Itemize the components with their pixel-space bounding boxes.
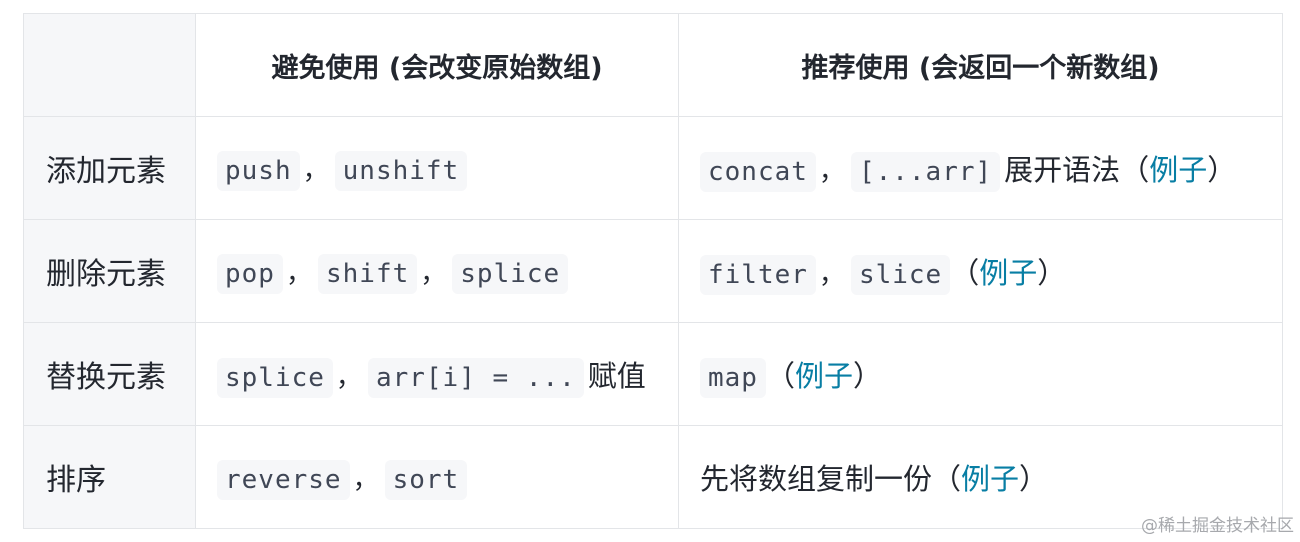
left-paren: （: [1120, 153, 1150, 187]
header-row: 避免使用 (会改变原始数组) 推荐使用 (会返回一个新数组): [23, 13, 1283, 117]
code-map: map: [700, 358, 766, 398]
comma: ，: [335, 363, 362, 393]
watermark: @稀土掘金技术社区: [1141, 516, 1294, 536]
avoid-cell: pop，shift，splice: [195, 219, 679, 323]
comma: ，: [285, 258, 312, 289]
row-label: 添加元素: [23, 116, 196, 220]
code-shift: shift: [317, 253, 418, 294]
row-label: 删除元素: [23, 219, 196, 323]
left-paren: （: [950, 256, 980, 290]
code-splice: splice: [217, 358, 333, 398]
prefer-cell: concat，[...arr]展开语法（例子）: [678, 116, 1283, 220]
example-link[interactable]: 例子: [961, 462, 1020, 496]
right-paren: ）: [1019, 462, 1049, 496]
header-avoid: 避免使用 (会改变原始数组): [195, 13, 679, 117]
prefer-cell: filter，slice（例子）: [678, 219, 1283, 323]
code-push: push: [217, 150, 300, 191]
code-unshift: unshift: [334, 150, 468, 191]
table-row: 替换元素 splice，arr[i] = ...赋值 map（例子）: [23, 322, 1283, 426]
code-pop: pop: [217, 253, 283, 294]
left-paren: （: [765, 359, 795, 393]
header-prefer: 推荐使用 (会返回一个新数组): [678, 13, 1283, 117]
table-row: 添加元素 push，unshift concat，[...arr]展开语法（例子…: [23, 116, 1283, 220]
left-paren: （: [932, 462, 962, 496]
array-methods-table: 避免使用 (会改变原始数组) 推荐使用 (会返回一个新数组) 添加元素 push…: [23, 13, 1283, 529]
avoid-cell: reverse，sort: [195, 425, 679, 529]
code-index-assign: arr[i] = ...: [367, 358, 584, 398]
avoid-cell: push，unshift: [195, 116, 679, 220]
example-link[interactable]: 例子: [794, 359, 853, 393]
assign-text: 赋值: [587, 359, 646, 393]
right-paren: ）: [853, 359, 883, 393]
right-paren: ）: [1037, 256, 1067, 290]
code-splice: splice: [452, 253, 569, 294]
right-paren: ）: [1207, 153, 1237, 187]
row-label: 替换元素: [23, 322, 196, 426]
example-link[interactable]: 例子: [979, 256, 1038, 290]
table-row: 删除元素 pop，shift，splice filter，slice（例子）: [23, 219, 1283, 323]
prefer-cell: map（例子）: [678, 322, 1283, 426]
code-spread: [...arr]: [850, 152, 1001, 192]
copy-array-text: 先将数组复制一份: [700, 462, 933, 496]
code-reverse: reverse: [217, 459, 350, 500]
prefer-cell: 先将数组复制一份（例子）: [678, 425, 1283, 529]
comma: ，: [818, 260, 845, 290]
row-label: 排序: [23, 425, 196, 529]
corner-cell: [23, 13, 196, 117]
table: 避免使用 (会改变原始数组) 推荐使用 (会返回一个新数组) 添加元素 push…: [23, 13, 1283, 529]
comma: ，: [420, 258, 447, 289]
spread-syntax-text: 展开语法: [1004, 153, 1121, 187]
example-link[interactable]: 例子: [1149, 153, 1208, 187]
code-filter: filter: [700, 255, 816, 295]
comma: ，: [302, 155, 329, 186]
avoid-cell: splice，arr[i] = ...赋值: [195, 322, 679, 426]
code-concat: concat: [700, 152, 816, 192]
comma: ，: [818, 157, 845, 187]
comma: ，: [352, 464, 379, 495]
code-slice: slice: [850, 255, 951, 295]
table-row: 排序 reverse，sort 先将数组复制一份（例子）: [23, 425, 1283, 529]
code-sort: sort: [384, 459, 468, 500]
